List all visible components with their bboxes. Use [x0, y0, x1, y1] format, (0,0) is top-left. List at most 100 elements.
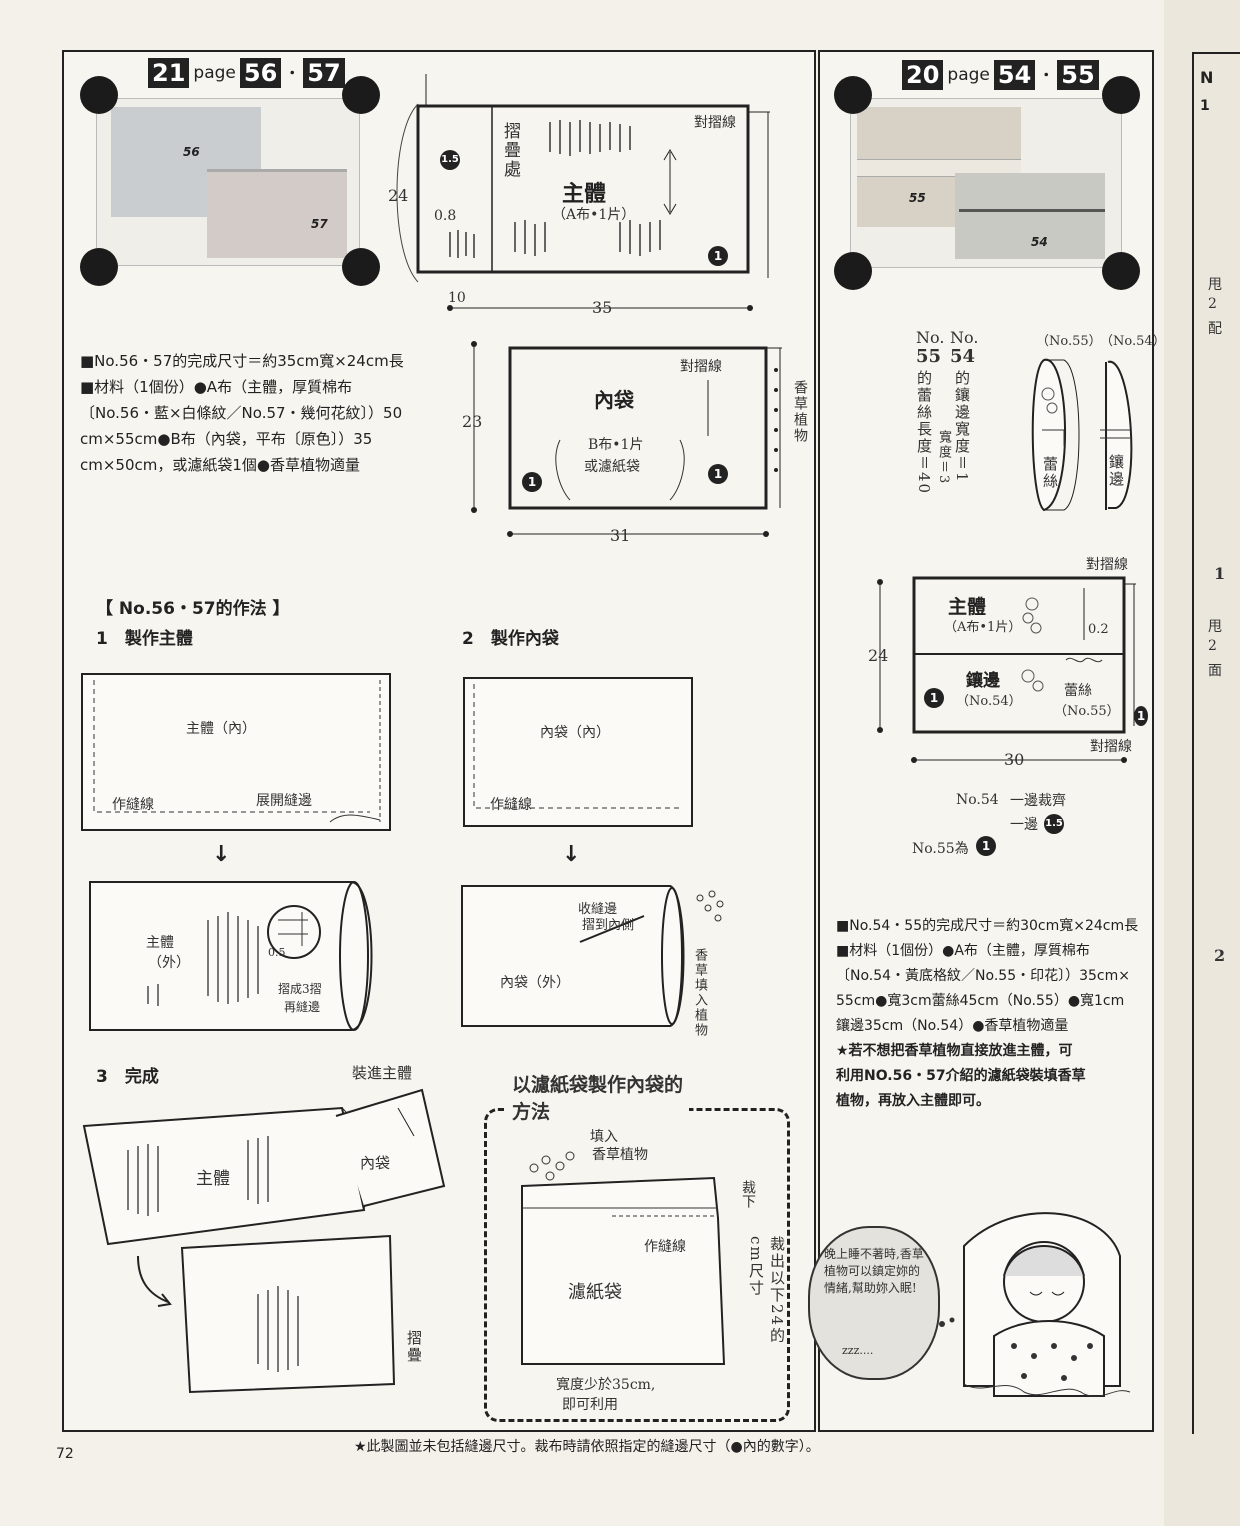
step1-b-sub: （外）	[148, 955, 190, 971]
info-line: 利用NO.56・57介紹的濾紙袋裝填香草	[836, 1068, 1086, 1084]
photo-corner	[834, 252, 872, 290]
photo-corner	[342, 248, 380, 286]
note-54-text: 的鑲邊寬度＝1	[953, 370, 971, 484]
info-line: cm×50cm，或濾紙袋1個●香草植物適量	[80, 456, 361, 474]
right-height: 24	[868, 646, 889, 665]
seam-badge: 1	[1134, 706, 1148, 726]
photo-corner	[342, 76, 380, 114]
main-fold-line-label: 對摺線	[694, 115, 736, 131]
seam-badge: 1.5	[1044, 814, 1064, 834]
main-height: 24	[388, 186, 409, 205]
edge-char: 2	[1208, 296, 1217, 312]
info-line: cm×55cm●B布（內袋，平布〔原色〕）35	[80, 430, 373, 448]
step3-insert-label: 裝進主體	[352, 1064, 413, 1082]
note-55-head: No.	[916, 328, 945, 347]
step2-a-seam: 作縫線	[490, 797, 532, 813]
right-gap: 0.2	[1088, 622, 1109, 637]
edge-char: 面	[1208, 663, 1222, 679]
note-55-num: 55	[916, 346, 942, 367]
step1-a-seam: 作縫線	[112, 797, 154, 813]
next-page-panel	[1192, 52, 1240, 1434]
edge-char: N	[1200, 68, 1214, 87]
tag-number: 20	[902, 60, 944, 90]
step2-b-label: 內袋（外）	[500, 975, 570, 991]
right-photo-frame: 55 54	[834, 76, 1140, 290]
note-54-head: No.	[950, 328, 979, 347]
page-tag-left: 21 page 56 ・ 57	[148, 58, 345, 88]
right-fold-bottom: 對摺線	[1090, 739, 1132, 755]
page-tag-right: 20 page 54 ・ 55	[902, 60, 1099, 90]
step2-sheet	[463, 677, 693, 827]
photo-label-55: 55	[909, 191, 926, 205]
down-arrow-icon: ↓	[562, 842, 581, 867]
filter-title-1: 以濾紙袋製作內袋的	[512, 1074, 684, 1096]
filter-title-2: 方法	[512, 1101, 551, 1123]
rose-motif	[1021, 597, 1044, 692]
step1-sheet	[81, 673, 391, 831]
right-trim-title: 鑲邊	[966, 671, 1000, 691]
step3-drawing	[82, 1088, 446, 1394]
sleeping-girl	[939, 1212, 1131, 1397]
right-trim-sub: （No.54）	[956, 694, 1022, 709]
sketch-lace-label: 蕾絲	[1041, 456, 1059, 490]
filter-width-1: 寬度少於35cm,	[556, 1377, 656, 1393]
step3-fold-label: 摺疊	[405, 1330, 423, 1364]
left-photo-frame: 56 57	[80, 74, 380, 286]
seam-opt2: 一邊	[1010, 817, 1038, 833]
seam-badge: 1	[924, 688, 944, 708]
photo-corner	[1102, 252, 1140, 290]
photo-label-57: 57	[311, 217, 328, 231]
next-page-edge	[1164, 0, 1240, 1526]
step2-a-label: 內袋（內）	[540, 725, 610, 741]
info-line: ★若不想把香草植物直接放進主體，可	[836, 1043, 1073, 1059]
herb-dots	[696, 890, 724, 922]
inner-height: 23	[462, 412, 483, 431]
info-line: ■No.56・57的完成尺寸＝約35cm寬×24cm長	[80, 352, 404, 370]
sketch-label-54: （No.54）	[1100, 334, 1166, 349]
filter-note: 裁出以下24的cm尺寸	[747, 1236, 786, 1345]
info-line: 55cm●寬3cm蕾絲45cm（No.55）●寬1cm	[836, 993, 1125, 1009]
down-arrow-icon: ↓	[212, 842, 231, 867]
step2-side-label: 香草填入植物	[692, 948, 707, 1038]
filter-label: 濾紙袋	[568, 1282, 622, 1303]
edge-char: 2	[1214, 946, 1226, 965]
right-pattern-diagram	[877, 576, 1136, 763]
photo-corner	[1102, 76, 1140, 114]
step3-title: 3 完成	[96, 1067, 159, 1087]
step3-body-label: 主體	[196, 1169, 230, 1189]
edge-char: 1	[1200, 98, 1210, 114]
right-materials: ■No.54・55的完成尺寸＝約30cm寬×24cm長 ■材料（1個份）●A布（…	[836, 914, 1148, 1114]
step1-b-note1: 摺成3摺	[278, 982, 322, 996]
filter-seam: 作縫線	[644, 1239, 686, 1255]
inner-side-label: 香草植物	[792, 380, 808, 444]
tag-number: 21	[148, 58, 190, 88]
thought-bubble	[808, 1226, 940, 1380]
step1-b-dim: 0.5	[268, 946, 286, 959]
sketch-trim-label: 鑲邊	[1107, 454, 1125, 488]
info-line: ■材料（1個份）●A布（主體，厚質棉布	[836, 943, 1090, 959]
pillow-sketch	[1031, 358, 1133, 512]
main-width: 35	[592, 298, 613, 317]
tag-word: page	[193, 63, 236, 83]
inner-fold-line: 對摺線	[680, 359, 722, 375]
edge-char: 2	[1208, 638, 1217, 654]
info-line: 〔No.56・藍×白條紋／No.57・幾何花紋〕）50	[80, 404, 403, 422]
step2-b-note1: 收縫邊	[578, 902, 618, 917]
fold-area-label: 摺疊處	[500, 122, 520, 179]
step1-title: 1 製作主體	[96, 629, 193, 649]
step1-tube	[89, 881, 373, 1031]
photo-corner	[834, 76, 872, 114]
step2-tube	[461, 885, 685, 1027]
product-photo: 55 54	[850, 98, 1122, 268]
method-title: 【 No.56・57的作法 】	[96, 599, 290, 619]
photo-label-56: 56	[183, 145, 200, 159]
filter-fill-1: 填入	[590, 1129, 618, 1145]
inner-bag-diagram	[471, 341, 782, 537]
step3-inner-label: 內袋	[360, 1154, 391, 1172]
edge-char: 配	[1208, 321, 1222, 337]
seam-no55: No.55為	[912, 841, 969, 857]
filter-bag-drawing	[521, 1151, 726, 1365]
right-lace-title: 蕾絲	[1064, 683, 1092, 699]
inner-bag-title: 內袋	[594, 388, 634, 412]
seam-badge: 1	[522, 472, 542, 492]
